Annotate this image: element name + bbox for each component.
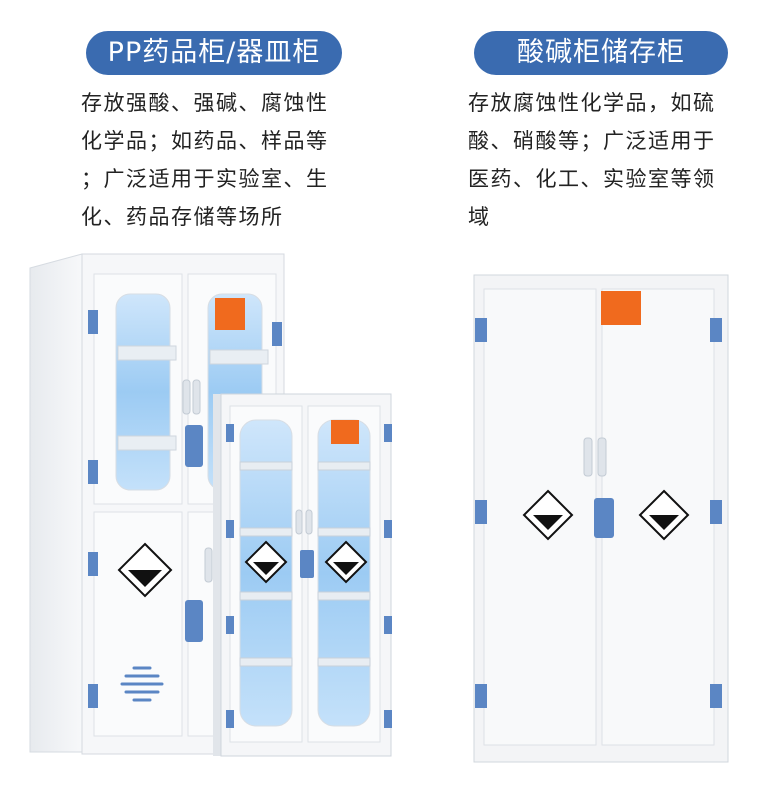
left-description-line: 存放强酸、强碱、腐蚀性 [81,91,329,115]
left-description-line: 化、药品存储等场所 [81,205,284,229]
small-glass-cabinet [213,393,392,757]
vent-slots [120,666,164,702]
right-description: 存放腐蚀性化学品，如硫 酸、硝酸等；广泛适用于 医药、化工、实验室等领 域 [468,84,738,236]
left-description-line: ；广泛适用于实验室、生 [81,167,329,191]
hazard-diamond [638,489,690,541]
warning-label [331,420,359,444]
left-description-line: 化学品；如药品、样品等 [81,129,329,153]
acid-alkali-cabinet [473,274,729,763]
right-description-line: 域 [468,205,491,229]
hazard-diamond [522,489,574,541]
left-title-badge: PP药品柜/器皿柜 [86,31,342,75]
right-description-line: 医药、化工、实验室等领 [468,167,716,191]
hinges [475,318,722,708]
hinges [226,424,392,728]
left-description: 存放强酸、强碱、腐蚀性 化学品；如药品、样品等 ；广泛适用于实验室、生 化、药品… [81,84,351,236]
hazard-diamond [244,540,288,584]
hinges [88,310,282,708]
hazard-diamond [324,540,368,584]
shelves [239,461,371,667]
hazard-diamond [117,542,173,598]
warning-label [215,298,245,330]
right-description-line: 酸、硝酸等；广泛适用于 [468,129,716,153]
right-description-line: 存放腐蚀性化学品，如硫 [468,91,716,115]
warning-label [601,291,641,325]
right-title-badge: 酸碱柜储存柜 [474,31,728,75]
